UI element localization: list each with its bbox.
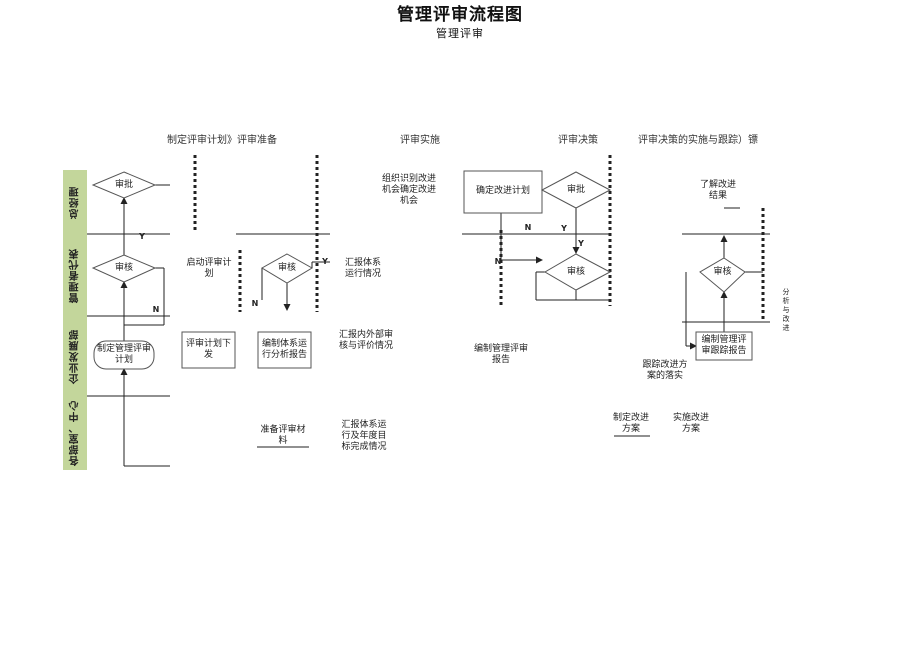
note-impl-scheme: 实施改进方案: [672, 413, 709, 434]
flag-n-4: N: [494, 257, 502, 266]
page-title: 管理评审流程图: [397, 5, 523, 25]
analysis-shape: [257, 331, 312, 369]
page-subtitle: 管理评审: [436, 27, 484, 40]
note-make-scheme: 制定改进方案: [612, 413, 649, 434]
phase-tracking: 评审决策的实施与跟踪）镖: [638, 135, 758, 146]
note-start-plan: 启动评审计划: [186, 258, 232, 279]
note-report-audit: 汇报内外部审核与评价情况: [338, 330, 393, 351]
lane-general-manager: 总经理: [63, 170, 87, 235]
lane-departments: 各部室、中心: [63, 396, 87, 471]
note-analysis-improve: 分析与改进: [782, 288, 790, 332]
review-label-3: 审核: [566, 267, 585, 277]
flag-y-4: Y: [578, 239, 584, 248]
review-diamond-3: [544, 253, 612, 291]
note-report-annual: 汇报体系运行及年度目标完成情况: [341, 420, 387, 452]
approve-label-3: 审批: [566, 185, 585, 195]
note-prepare-material: 准备评审材料: [260, 425, 306, 446]
flag-n-2: N: [251, 299, 259, 308]
flag-y-3: Y: [561, 224, 567, 233]
confirm-plan-label: 确定改进计划: [475, 186, 530, 196]
confirm-plan-shape: [463, 170, 543, 214]
note-track-impl: 跟踪改进方案的落实: [642, 360, 688, 381]
plan-issued-shape: [181, 331, 236, 369]
phase-plan-prepare: 制定评审计划》评审准备: [167, 135, 277, 146]
compile-report-label: 编制管理评审跟踪报告: [701, 335, 747, 356]
note-org-identify: 组织识别改进机会确定改进机会: [381, 174, 436, 206]
flag-n-1: N: [152, 305, 160, 314]
review-label-2: 审核: [277, 263, 296, 273]
review-diamond-1: [91, 254, 157, 283]
review-diamond-4: [699, 257, 746, 293]
make-plan-label: 制定管理评审计划: [96, 344, 151, 365]
review-label-1: 审核: [114, 263, 133, 273]
flag-y-1: Y: [139, 232, 145, 241]
approve-diamond-1: [91, 171, 157, 199]
note-compile-review-report: 编制管理评审报告: [473, 344, 528, 365]
phase-decision: 评审决策: [558, 135, 598, 146]
plan-issued-label: 评审计划下发: [185, 339, 231, 360]
review-label-4: 审核: [713, 267, 732, 277]
note-understand-result: 了解改进结果: [699, 180, 736, 201]
approve-label-1: 审批: [114, 180, 133, 190]
lane-enterprise-dev: 企业发展部: [63, 316, 87, 397]
review-diamond-2: [261, 253, 313, 284]
flag-n-3: N: [524, 223, 532, 232]
compile-report-shape: [695, 331, 753, 361]
flag-y-2: Y: [322, 257, 328, 266]
make-plan-shape: [93, 340, 155, 370]
note-report-run: 汇报体系运行情况: [344, 258, 381, 279]
analysis-label: 编制体系运行分析报告: [261, 339, 307, 360]
approve-diamond-3: [540, 171, 612, 209]
phase-implement: 评审实施: [400, 135, 440, 146]
